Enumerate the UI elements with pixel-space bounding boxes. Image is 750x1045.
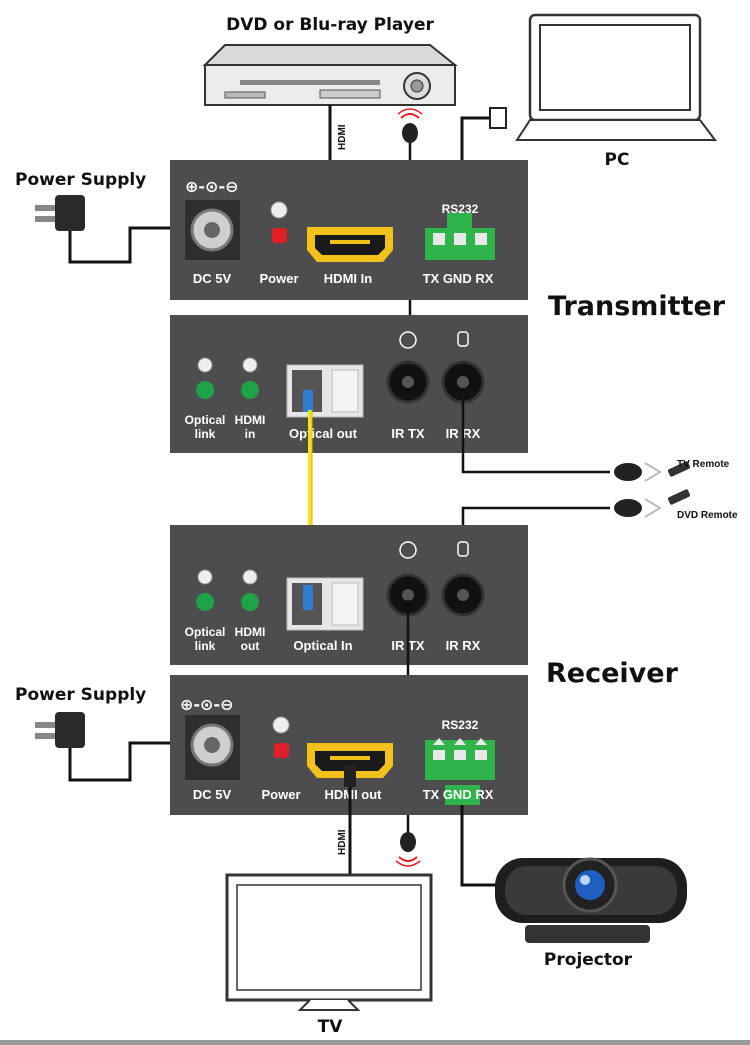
tx-led2-line2: in: [245, 427, 256, 441]
tx-rs232-terminal: [425, 213, 495, 260]
tx-optical-port: [286, 364, 364, 418]
pc-label: PC: [605, 150, 630, 170]
tx-hdmi-label: HDMI In: [324, 271, 372, 286]
tx-ir-tx-label: IR TX: [391, 426, 425, 441]
rx-power-led: [272, 716, 290, 758]
rx-ir-rx-label: IR RX: [446, 638, 481, 653]
rx-hdmi-label: HDMI out: [324, 787, 382, 802]
svg-text:⊕-⊙-⊖: ⊕-⊙-⊖: [180, 695, 234, 714]
tx-hdmi-in-led: [241, 357, 259, 399]
pc-laptop: [515, 13, 717, 141]
footer-bar: [0, 1040, 750, 1045]
tx-led1-line2: link: [195, 427, 216, 441]
rx-optical-label: Optical In: [293, 638, 352, 653]
tx-dc-label: DC 5V: [193, 271, 232, 286]
tx-rs232-pins-label: TX GND RX: [423, 271, 494, 286]
rx-led1-line2: link: [195, 639, 216, 653]
power-adapter-top-icon: [35, 195, 195, 264]
hdmi-cable-top-label: HDMI: [337, 124, 348, 150]
tx-led1-line1: Optical: [185, 413, 226, 427]
tx-optical-label: Optical out: [289, 426, 358, 441]
rx-rs232-pins-label: TX GND RX: [423, 787, 494, 802]
hdmi-cable-bottom: [344, 765, 356, 875]
rx-hdmi-out-port: [307, 743, 393, 778]
power-supply-top-label: Power Supply: [15, 170, 146, 190]
tv-icon: [225, 873, 433, 1011]
tx-ir-tx-jack: [386, 331, 430, 404]
rx-rs232-terminal: [425, 738, 495, 805]
tx-led2-line1: HDMI: [235, 413, 266, 427]
tx-power-label: Power: [259, 271, 298, 286]
tx-rs232-label: RS232: [442, 202, 479, 216]
receiver-label: Receiver: [546, 658, 679, 689]
tx-power-led: [270, 201, 288, 243]
dvd-player: [202, 44, 458, 106]
rx-dc-label: DC 5V: [193, 787, 232, 802]
rs232-projector-cable: [460, 805, 500, 887]
ir-receiver-cables: [461, 395, 691, 595]
rx-optical-port: [286, 577, 364, 631]
rx-led2-line1: HDMI: [235, 625, 266, 639]
rx-led2-line2: out: [241, 639, 260, 653]
power-supply-bottom-label: Power Supply: [15, 685, 146, 705]
dvd-player-label: DVD or Blu-ray Player: [226, 15, 434, 35]
projector-icon: [495, 857, 687, 943]
tx-ir-rx-jack: [441, 331, 485, 404]
transmitter-label: Transmitter: [548, 291, 726, 322]
hdmi-cable-bottom-label: HDMI: [337, 829, 348, 855]
rx-led1-line1: Optical: [185, 625, 226, 639]
dvd-remote-label: DVD Remote: [677, 510, 738, 521]
tv-remote-label: TV Remote: [677, 459, 730, 470]
rx-dc-jack: ⊕-⊙-⊖: [180, 695, 240, 780]
rx-hdmi-out-led: [241, 569, 259, 611]
svg-text:⊕-⊙-⊖: ⊕-⊙-⊖: [185, 177, 239, 196]
rx-optical-link-led: [196, 569, 214, 611]
rx-ir-rx-jack: [441, 541, 485, 617]
projector-label: Projector: [544, 950, 633, 970]
tx-hdmi-in-port: [307, 227, 393, 262]
tx-optical-link-led: [196, 357, 214, 399]
power-adapter-bottom-icon: [35, 712, 195, 782]
rx-power-label: Power: [261, 787, 300, 802]
rx-rs232-label: RS232: [442, 718, 479, 732]
tx-dc-jack: ⊕-⊙-⊖: [185, 177, 240, 260]
tv-label: TV: [318, 1017, 344, 1037]
